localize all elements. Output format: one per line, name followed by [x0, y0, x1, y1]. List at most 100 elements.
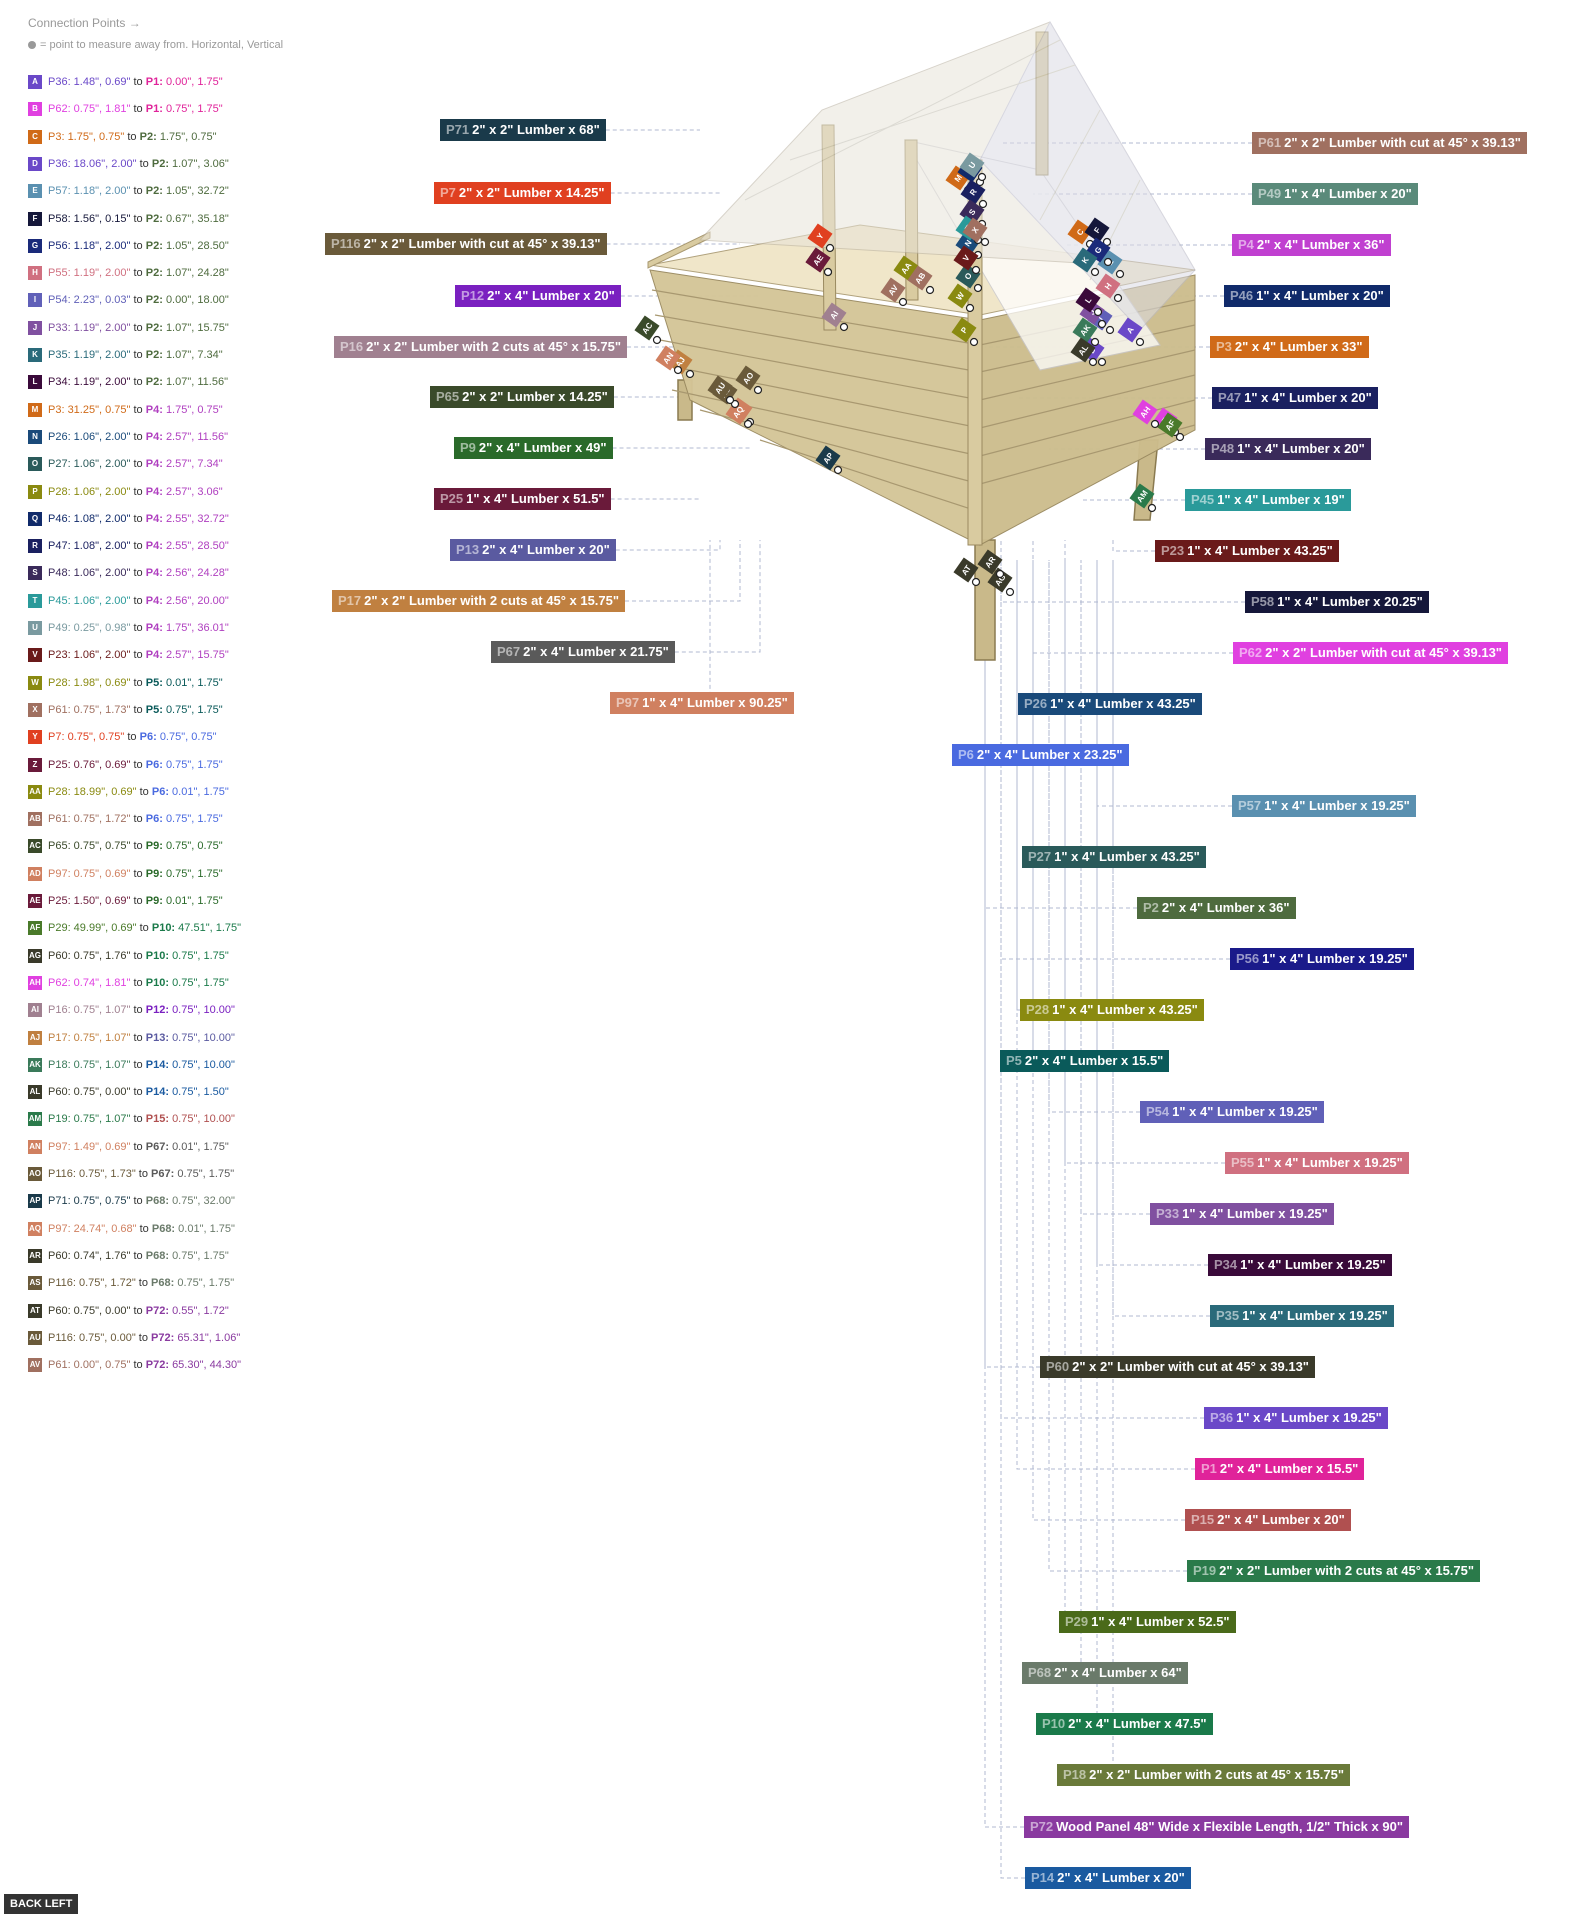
part-description: 2" x 2" Lumber with cut at 45° x 39.13" [1284, 135, 1521, 150]
connection-to-word: to [133, 813, 143, 826]
part-description: 1" x 4" Lumber x 19.25" [1264, 798, 1410, 813]
connection-marker-ao: AO [735, 365, 763, 395]
connection-code-badge: AR [28, 1248, 42, 1263]
connection-code-badge: G [28, 238, 42, 253]
connection-target-value: 2.57", 7.34" [165, 458, 223, 471]
connection-target-part: P4: [145, 430, 163, 443]
part-description: 2" x 4" Lumber x 36" [1161, 900, 1290, 915]
connection-to-word: to [139, 1222, 149, 1235]
connection-from: P60: 0.74", 1.76" [48, 1249, 131, 1262]
connection-code-badge: I [28, 293, 42, 308]
connection-target-value: 0.00", 18.00" [165, 294, 229, 307]
connection-target-value: 0.75", 10.00" [172, 1031, 235, 1044]
part-id: P3 [1216, 339, 1232, 354]
connection-marker-w: W [947, 283, 975, 313]
part-id: P1 [1201, 1461, 1217, 1476]
marker-code: O [963, 271, 974, 281]
part-description: 1" x 4" Lumber x 20" [1256, 288, 1384, 303]
connection-marker-p: P [951, 317, 979, 347]
connection-from: P35: 1.19", 2.00" [48, 349, 131, 361]
part-description: 2" x 2" Lumber x 68" [472, 122, 600, 137]
marker-code: Y [815, 231, 826, 241]
part-id: P48 [1211, 441, 1235, 456]
connection-to-word: to [133, 703, 143, 716]
marker-badge [947, 283, 973, 309]
part-id: P49 [1258, 186, 1282, 201]
connection-code-badge: AD [28, 866, 42, 881]
connection-code-badge: F [28, 211, 42, 226]
leader-line [1000, 560, 1204, 1419]
part-id: P54 [1146, 1104, 1170, 1119]
connection-code-badge: C [28, 129, 42, 144]
connection-to-word: to [133, 485, 143, 498]
marker-badge [987, 567, 1013, 593]
measure-point [965, 303, 975, 313]
measure-point [1103, 257, 1113, 267]
connection-target-value: 0.75", 0.75" [159, 731, 217, 744]
connection-target-value: 0.55", 1.72" [172, 1304, 229, 1317]
connection-from: P97: 0.75", 0.69" [48, 867, 131, 880]
connection-from: P116: 0.75", 1.72" [48, 1277, 136, 1290]
connection-to-word: to [133, 1304, 143, 1317]
part-id: P14 [1031, 1870, 1055, 1885]
connection-marker-ak: AK [1072, 317, 1100, 347]
back-left-button[interactable]: BACK LEFT [4, 1894, 79, 1914]
connection-target-value: 0.75", 32.00" [172, 1195, 235, 1208]
connection-from: P25: 0.76", 0.69" [48, 758, 131, 771]
connection-target-value: 0.75", 10.00" [172, 1004, 235, 1017]
marker-badge [807, 223, 833, 249]
connection-to-word: to [133, 1031, 143, 1044]
connection-target-value: 1.05", 28.50" [165, 239, 229, 252]
